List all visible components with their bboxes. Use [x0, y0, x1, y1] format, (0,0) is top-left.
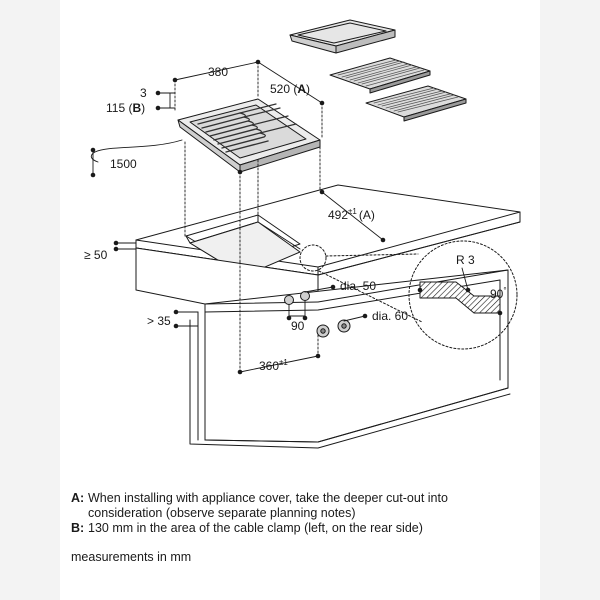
- detail-r3-label: R 3: [456, 253, 475, 267]
- note-key: A:: [71, 491, 85, 505]
- dim-1500-label: 1500: [110, 157, 137, 171]
- dim-492-label: 492±1(A): [328, 207, 375, 222]
- dim-380-label: 380: [208, 65, 228, 79]
- grill-plate-accessory-2: [365, 85, 467, 122]
- dim-50-label: ≥ 50: [84, 248, 108, 262]
- dim-dia50-label: dia. 50: [340, 279, 376, 293]
- dim-90-label: 90: [291, 319, 305, 333]
- dimension-markers: [90, 59, 503, 375]
- note-text: When installing with appliance cover, ta…: [88, 491, 448, 520]
- control-knobs: [284, 291, 351, 338]
- grill-plate-accessory: [329, 57, 431, 94]
- note-b: B: 130 mm in the area of the cable clamp…: [71, 521, 511, 536]
- note-text: 130 mm in the area of the cable clamp (l…: [88, 521, 423, 535]
- lid-accessory: [289, 19, 396, 54]
- dim-35-label: > 35: [147, 314, 171, 328]
- dimension-lines: [92, 61, 469, 373]
- note-a: A: When installing with appliance cover,…: [71, 491, 511, 521]
- dim-360-label: 360±1: [259, 358, 288, 373]
- note-key: B:: [71, 521, 85, 535]
- notes-section: A: When installing with appliance cover,…: [71, 491, 511, 565]
- dim-dia60-label: dia. 60: [372, 309, 408, 323]
- worktop: [135, 184, 521, 277]
- dim-520-label: 520 (A): [270, 82, 310, 96]
- detail-90-label: 90°: [490, 286, 507, 301]
- dim-3-label: 3: [140, 86, 147, 100]
- units-note: measurements in mm: [71, 550, 192, 564]
- dim-115-label: 115 (B): [106, 101, 145, 115]
- grill-appliance: [90, 98, 321, 173]
